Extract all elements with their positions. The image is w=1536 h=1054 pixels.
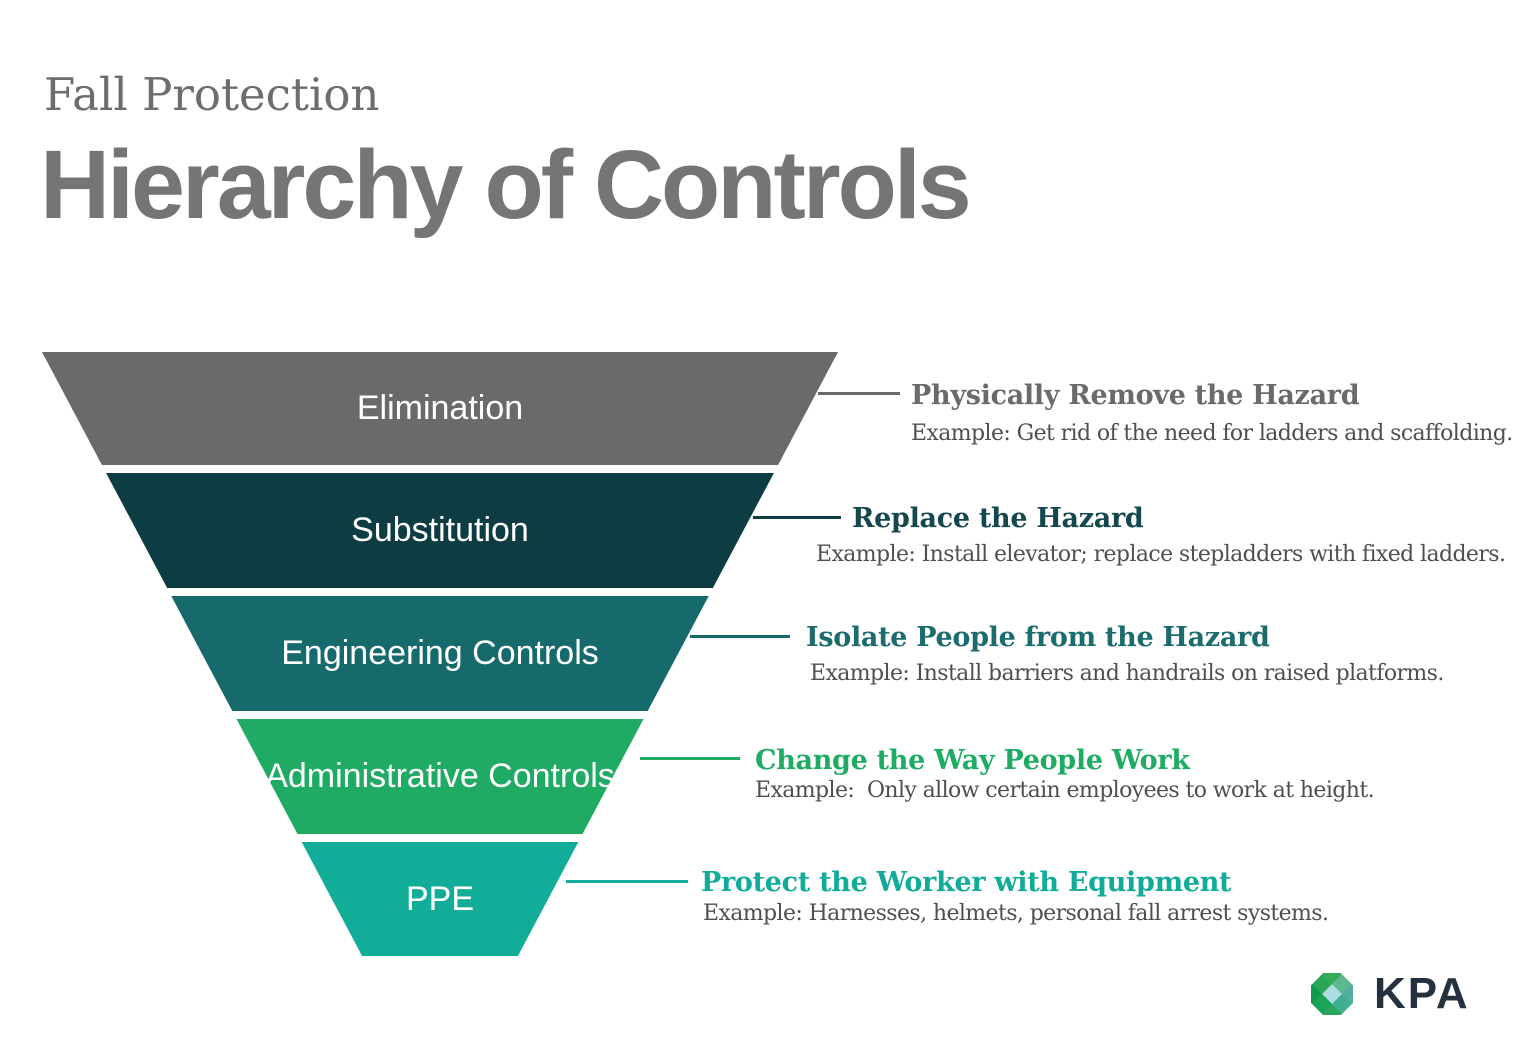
kpa-logo-text: KPA — [1374, 969, 1470, 1018]
annotation-example-elimination: Example: Get rid of the need for ladders… — [911, 421, 1513, 446]
funnel-level-label: PPE — [405, 879, 475, 918]
annotation-example-engineering-controls: Example: Install barriers and handrails … — [810, 661, 1444, 686]
connector-line-administrative-controls — [640, 757, 740, 760]
connector-line-substitution — [753, 516, 841, 519]
page-title: Hierarchy of Controls — [40, 130, 972, 239]
connector-line-elimination — [818, 392, 900, 395]
funnel-level-label: Engineering Controls — [281, 634, 599, 672]
funnel-level-engineering-controls: Engineering Controls — [171, 596, 709, 711]
annotation-heading-substitution: Replace the Hazard — [852, 503, 1144, 534]
funnel-level-elimination: Elimination — [42, 352, 838, 465]
annotation-example-ppe: Example: Harnesses, helmets, personal fa… — [703, 901, 1329, 926]
funnel-level-label: Administrative Controls — [265, 757, 615, 796]
annotation-example-substitution: Example: Install elevator; replace stepl… — [816, 542, 1506, 567]
annotation-heading-ppe: Protect the Worker with Equipment — [701, 867, 1232, 898]
page-subtitle: Fall Protection — [44, 68, 380, 121]
connector-line-engineering-controls — [690, 635, 790, 638]
annotation-heading-elimination: Physically Remove the Hazard — [911, 380, 1360, 411]
connector-line-ppe — [566, 880, 688, 883]
hierarchy-funnel: Elimination Substitution Engineering Con… — [42, 352, 838, 956]
funnel-level-ppe: PPE — [301, 842, 579, 956]
funnel-level-administrative-controls: Administrative Controls — [236, 719, 644, 834]
funnel-level-substitution: Substitution — [106, 473, 774, 588]
annotation-example-administrative-controls: Example: Only allow certain employees to… — [755, 778, 1375, 803]
funnel-level-label: Substitution — [351, 511, 529, 549]
annotation-heading-administrative-controls: Change the Way People Work — [755, 745, 1190, 776]
kpa-diamond-icon — [1310, 973, 1353, 1016]
funnel-level-label: Elimination — [356, 389, 524, 427]
annotation-heading-engineering-controls: Isolate People from the Hazard — [806, 622, 1270, 653]
kpa-logo: KPA — [1300, 962, 1470, 1026]
